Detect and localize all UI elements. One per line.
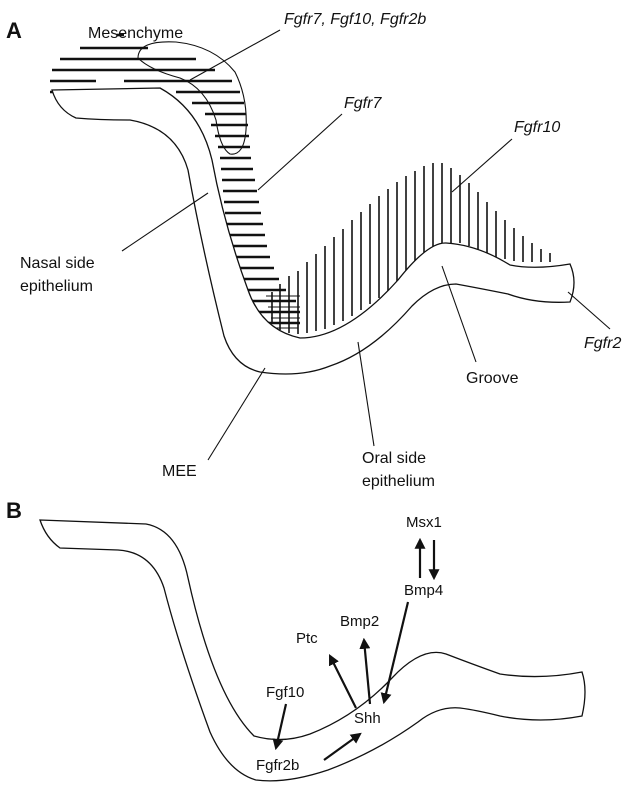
arrow-shh-to-bmp2 <box>364 640 370 704</box>
label-oral-line2: epithelium <box>362 473 435 490</box>
gene-bmp2: Bmp2 <box>340 613 379 630</box>
label-nasal-line1: Nasal side <box>20 255 95 272</box>
gene-bmp4: Bmp4 <box>404 582 443 599</box>
gene-shh: Shh <box>354 710 381 727</box>
arrow-shh-to-ptc <box>330 656 356 708</box>
panel-b-letter: B <box>6 498 22 523</box>
label-nasal-line2: epithelium <box>20 278 93 295</box>
leader-oral <box>358 342 374 446</box>
panel-a-letter: A <box>6 18 22 43</box>
gene-msx1: Msx1 <box>406 514 442 531</box>
gene-fgfr2b: Fgfr2b <box>256 757 299 774</box>
leader-fgfr2 <box>568 292 610 329</box>
leader-nasal <box>122 193 208 251</box>
label-fgfr2: Fgfr2 <box>584 335 621 352</box>
fgfr10-hatching <box>272 163 550 334</box>
label-fgfr10: Fgfr10 <box>514 119 560 136</box>
gene-fgf10: Fgf10 <box>266 684 304 701</box>
leader-fgfr10 <box>452 139 512 192</box>
label-mesenchyme: Mesenchyme <box>88 25 183 42</box>
leader-fgfr7 <box>258 114 342 190</box>
leader-mee <box>208 368 265 460</box>
label-groove: Groove <box>466 370 519 387</box>
gene-ptc: Ptc <box>296 630 318 647</box>
label-fgfr7-fgf10-fgfr2b: Fgfr7, Fgf10, Fgfr2b <box>284 11 426 28</box>
label-mee: MEE <box>162 463 197 480</box>
panel-b: B Msx1 Bmp4 Bmp2 Ptc Fgf10 Shh Fgfr2b <box>6 498 585 781</box>
label-oral-line1: Oral side <box>362 450 426 467</box>
panel-a: A <box>6 11 621 490</box>
label-fgfr7: Fgfr7 <box>344 95 382 112</box>
epithelium-b <box>40 520 585 781</box>
